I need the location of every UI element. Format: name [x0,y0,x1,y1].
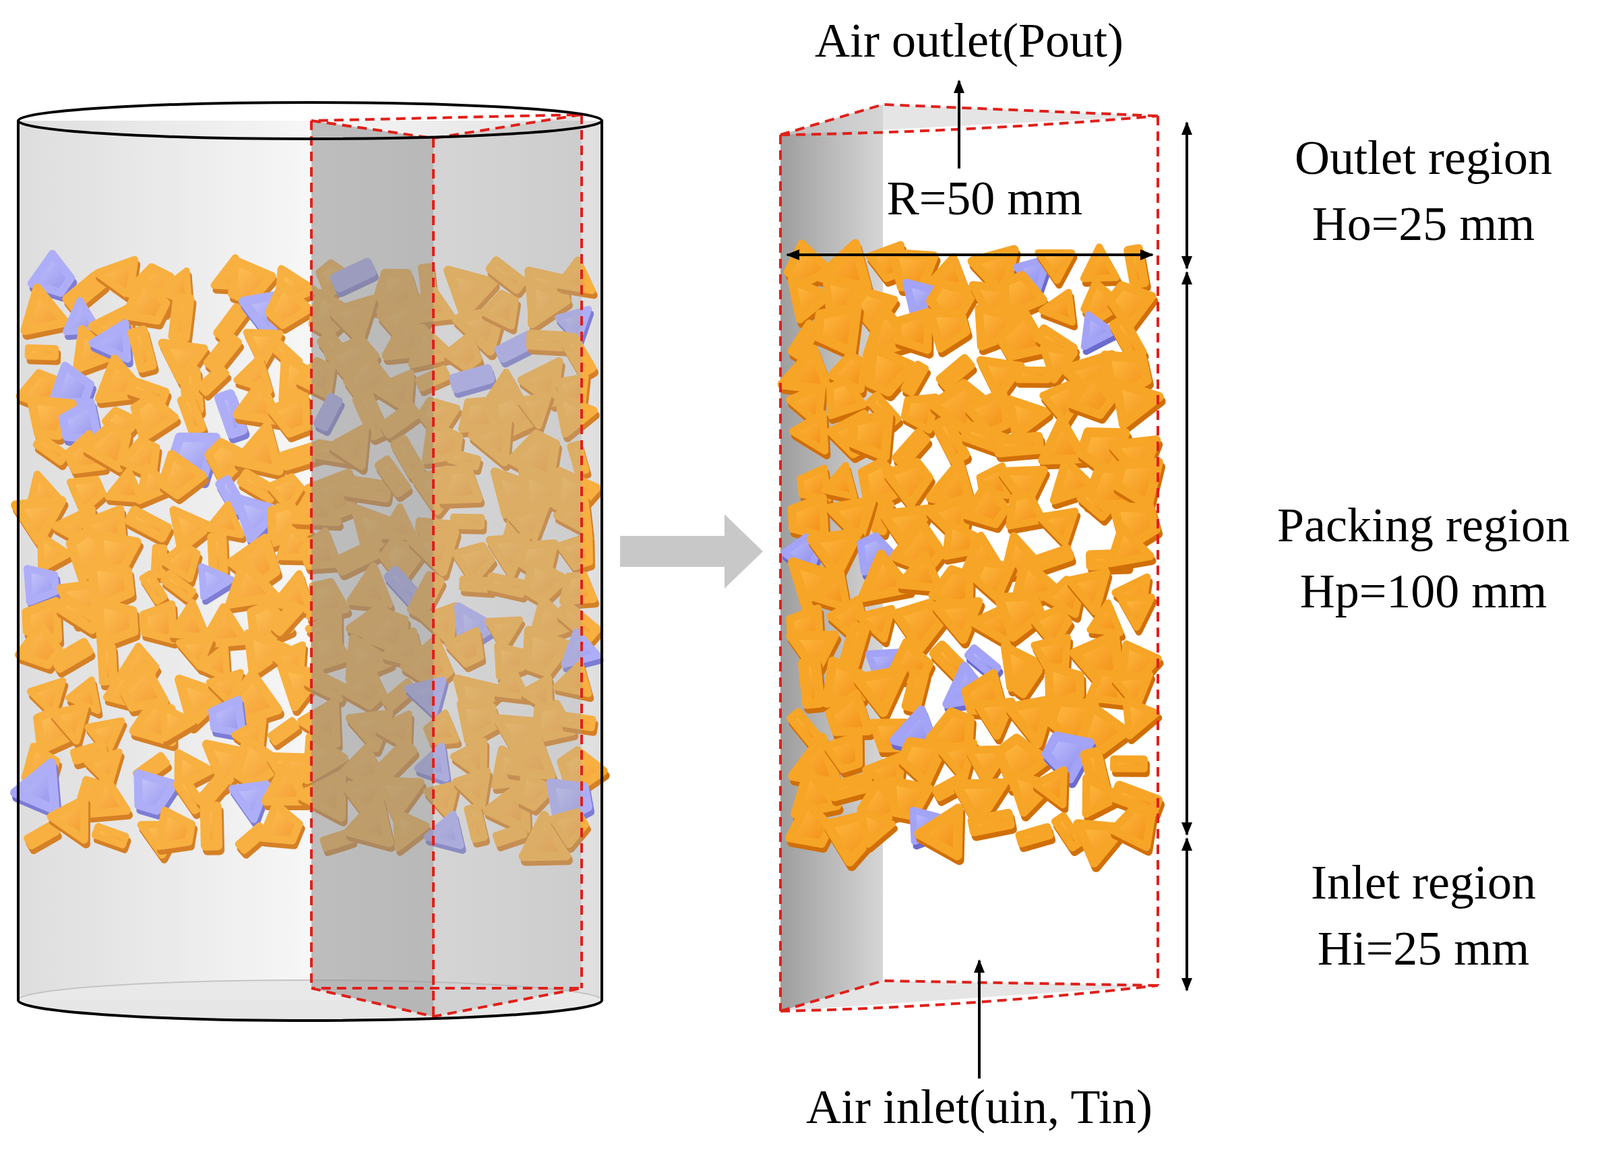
orange-particle [851,414,889,457]
orange-particle [1018,370,1049,380]
slice-outline [780,980,1158,1011]
slice-top [780,104,1158,135]
slice-outline [432,138,435,1017]
orange-particle [843,625,866,665]
orange-particle [1034,769,1064,805]
slice-outline [780,985,1158,1011]
region-label: Inlet region [1310,855,1536,910]
orange-particle [826,735,860,769]
orange-particle [1110,527,1151,564]
orange-particle [930,312,967,349]
flow-arrow [957,80,961,169]
dimension-line [1185,272,1189,835]
orange-particle [1069,572,1106,612]
transition-arrow [620,514,763,589]
flow-arrow [977,960,981,1079]
orange-particle [905,672,925,710]
orange-particle [903,363,926,393]
slice-outline [311,114,582,139]
orange-particle [1116,462,1159,505]
orange-particle [1037,547,1071,567]
inlet-label: Air inlet(uin, Tin) [806,1080,1153,1134]
orange-particle [901,741,944,783]
orange-particle [1126,700,1157,736]
slice-outline [780,104,1158,135]
orange-particle [817,308,858,352]
orange-particle [900,554,940,588]
dimension-label: Hp=100 mm [1300,564,1548,619]
orange-particle [814,570,848,608]
slice-outline [780,104,1158,1011]
dimension-label: R=50 mm [886,171,1084,226]
cylinder-side [16,120,20,1001]
orange-particle [896,432,927,466]
blue-particle [1084,314,1114,348]
region-label: Outlet region [1294,131,1553,185]
orange-particle [1116,382,1160,424]
slice-outline [780,115,1158,135]
orange-particle [830,381,864,416]
orange-particle [1038,252,1073,281]
slice-interior [780,104,1158,1011]
orange-particle [831,776,871,797]
orange-particle [829,693,869,732]
orange-particle [803,661,821,704]
slice-outline [1156,115,1160,986]
orange-particle [971,813,1011,832]
slice-wall [433,114,582,1017]
particle-packing [782,243,1162,868]
slice-outline [311,114,582,1017]
orange-particle [791,498,825,538]
region-label: Packing region [1277,498,1570,552]
cylinder-side [600,120,604,1001]
dimension-label: Ho=25 mm [1312,197,1536,251]
dimension-line [1185,838,1189,991]
orange-particle [1120,597,1152,628]
cylinder-top [18,102,602,139]
orange-particle [919,808,959,856]
orange-particle [824,465,854,497]
dimension-arrows [787,80,1187,1079]
dimension-line [1185,122,1189,269]
orange-particle [1039,511,1075,544]
orange-particle [897,312,929,350]
orange-particle [936,419,966,460]
orange-particle [1080,491,1109,517]
outlet-label: Air outlet(Pout) [814,14,1124,68]
orange-particle [886,462,930,505]
orange-particle [793,413,825,451]
cylinder-bottom [18,1000,602,1021]
slice-outline [580,114,583,989]
orange-particle [1070,374,1112,416]
orange-particle [1019,826,1051,844]
orange-particle [1009,494,1043,526]
slice-outline [310,120,313,989]
orange-particle [998,436,1040,453]
orange-particle [1009,399,1048,437]
orange-particle [1083,247,1117,280]
slice-outline [779,134,782,1011]
orange-particle [1015,666,1039,695]
dimension-line [787,253,1153,257]
orange-particle [1112,807,1152,847]
slice-wall [311,120,434,1017]
orange-particle [860,811,893,845]
orange-particle [1041,291,1073,323]
dimension-label: Hi=25 mm [1317,921,1530,976]
orange-particle [1089,602,1121,633]
orange-particle [1114,758,1145,769]
orange-particle [790,711,819,744]
orange-particle [965,483,1007,524]
slice-bottom [780,980,1158,1011]
